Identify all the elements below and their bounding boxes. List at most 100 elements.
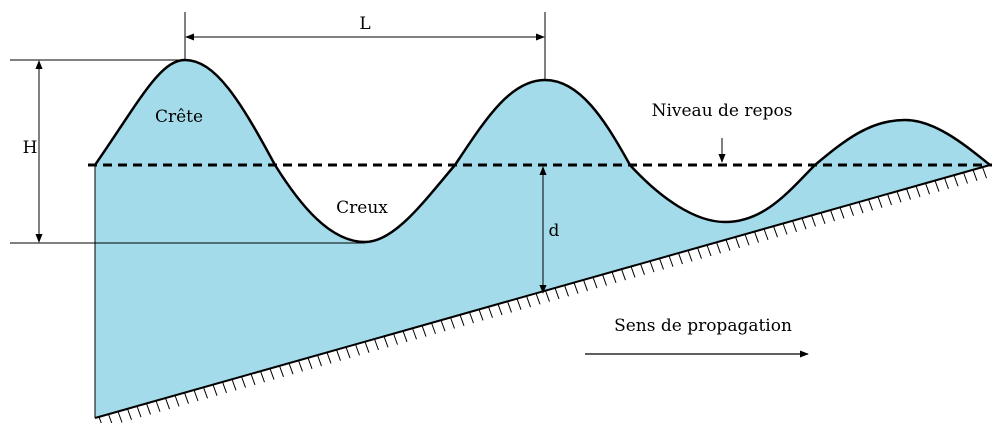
seabed-hatch-mark	[526, 295, 531, 308]
seabed-hatch-mark	[212, 384, 218, 396]
seabed-hatch-mark	[450, 317, 455, 329]
seabed-hatch-mark	[374, 338, 379, 351]
seabed-hatch-mark	[307, 357, 313, 369]
seabed-hatch-mark	[288, 362, 294, 375]
seabed-hatch-mark	[868, 199, 873, 211]
seabed-hatch-mark	[469, 311, 474, 324]
trough-label: Creux	[336, 198, 388, 218]
seabed-hatch-mark	[184, 392, 189, 404]
seabed-hatch-mark	[982, 166, 987, 179]
seabed-hatching	[98, 166, 987, 423]
seabed-hatch-mark	[516, 298, 522, 310]
seabed-hatch-mark	[839, 207, 845, 219]
seabed-hatch-mark	[222, 381, 227, 394]
seabed-hatch-mark	[858, 201, 864, 214]
seabed-hatch-mark	[488, 306, 493, 318]
seabed-hatch-mark	[972, 169, 978, 181]
seabed-hatch-mark	[573, 282, 579, 294]
seabed-hatch-mark	[649, 260, 655, 273]
seabed-hatch-mark	[934, 180, 940, 192]
seabed-hatch-mark	[640, 263, 645, 275]
seabed-hatch-mark	[801, 217, 807, 230]
seabed-hatch-mark	[98, 416, 102, 423]
seabed-hatch-mark	[165, 397, 170, 410]
seabed-hatch-mark	[336, 349, 341, 361]
seabed-hatch-mark	[820, 212, 826, 224]
seabed-hatch-mark	[602, 274, 607, 286]
seabed-hatch-mark	[953, 175, 959, 187]
seabed-hatch-mark	[564, 285, 569, 297]
seabed-hatch-mark	[782, 223, 788, 235]
seabed-hatch-mark	[497, 303, 503, 316]
seabed-hatch-mark	[716, 242, 721, 254]
seabed-hatch-mark	[906, 188, 911, 200]
seabed-hatch-mark	[478, 309, 484, 321]
seabed-hatch-mark	[877, 196, 883, 208]
seabed-hatch-mark	[763, 228, 769, 241]
seabed-hatch-mark	[545, 290, 550, 302]
seabed-hatch-mark	[459, 314, 465, 326]
seabed-hatch-mark	[241, 376, 246, 388]
seabed-hatch-mark	[393, 333, 398, 345]
seabed-hatch-mark	[944, 177, 949, 190]
seabed-hatch-mark	[706, 244, 712, 257]
seabed-hatch-mark	[326, 352, 332, 364]
seabed-hatch-mark	[849, 204, 854, 216]
seabed-hatch-mark	[963, 172, 968, 184]
seabed-hatch-mark	[678, 252, 683, 265]
seabed-hatch-mark	[108, 414, 113, 423]
seabed-hatch-mark	[830, 209, 835, 222]
seabed-hatch-mark	[592, 277, 598, 289]
seabed-hatch-mark	[887, 193, 892, 206]
seabed-hatch-mark	[735, 236, 740, 249]
seabed-hatch-mark	[925, 183, 930, 195]
seabed-hatch-mark	[355, 344, 360, 356]
seabed-hatch-mark	[554, 287, 560, 300]
seabed-hatch-mark	[725, 239, 731, 251]
seabed-hatch-mark	[402, 330, 408, 343]
seabed-hatch-mark	[431, 322, 436, 335]
depth-label: d	[549, 221, 560, 241]
wave-profile	[93, 58, 991, 244]
seabed-hatch-mark	[269, 368, 275, 380]
seabed-hatch-mark	[744, 234, 750, 246]
seabed-hatch-mark	[203, 387, 208, 399]
seabed-hatch-mark	[345, 346, 351, 359]
seabed-hatch-mark	[811, 215, 816, 227]
seabed-hatch-mark	[146, 403, 151, 415]
seabed-hatch-mark	[792, 220, 797, 233]
seabed-hatch-mark	[687, 250, 693, 262]
seabed-hatch-mark	[915, 185, 921, 198]
seabed-hatch-mark	[896, 191, 902, 203]
seabed-hatch-mark	[136, 405, 142, 418]
seabed-hatch-mark	[535, 293, 541, 305]
seabed-hatch-mark	[317, 354, 322, 367]
seabed-hatch-mark	[773, 226, 778, 238]
seabed-hatch-mark	[174, 395, 180, 407]
still-water-level-label: Niveau de repos	[652, 101, 793, 121]
seabed-hatch-mark	[231, 379, 237, 391]
seabed-hatch-mark	[279, 365, 284, 378]
seabed-hatch-mark	[440, 320, 446, 332]
seabed-hatch-mark	[250, 373, 256, 386]
seabed-hatch-mark	[155, 400, 161, 412]
seabed-hatch-mark	[260, 371, 265, 383]
seabed-hatch-mark	[421, 325, 427, 337]
seabed-hatch-mark	[583, 279, 588, 292]
seabed-hatch-mark	[754, 231, 759, 243]
seabed-hatch-mark	[630, 266, 636, 278]
height-label: H	[23, 138, 38, 158]
crest-label: Crête	[155, 107, 203, 127]
wavelength-label: L	[359, 14, 370, 34]
seabed-hatch-mark	[127, 408, 132, 420]
seabed-hatch-mark	[621, 268, 626, 281]
seabed-hatch-mark	[659, 258, 664, 270]
seabed-hatch-mark	[668, 255, 674, 267]
propagation-label: Sens de propagation	[614, 316, 792, 336]
seabed-hatch-mark	[697, 247, 702, 259]
seabed-hatch-mark	[364, 341, 370, 353]
seabed-hatch-mark	[412, 328, 417, 340]
seabed-hatch-mark	[383, 336, 389, 348]
seabed-hatch-mark	[117, 411, 123, 423]
